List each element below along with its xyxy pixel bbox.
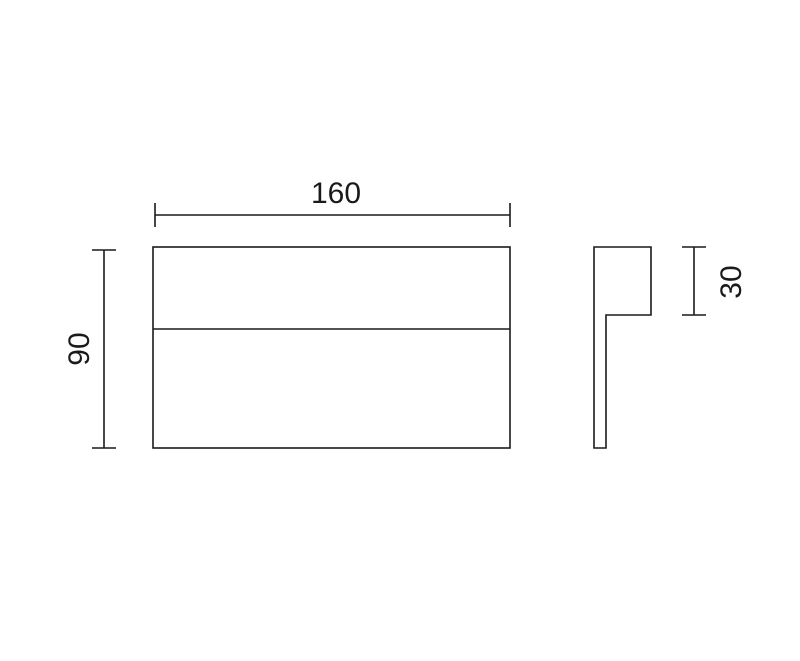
- height-dimension: 90: [63, 249, 116, 449]
- width-dimension-label: 160: [311, 177, 361, 210]
- front-view: [152, 246, 511, 449]
- side-view: [593, 246, 652, 449]
- depth-dimension-label: 30: [715, 265, 748, 298]
- height-dimension-label: 90: [63, 332, 96, 365]
- width-dimension: 160: [154, 177, 511, 227]
- front-view-outline: [152, 246, 511, 449]
- depth-dimension: 30: [682, 246, 748, 316]
- side-view-profile: [593, 246, 652, 449]
